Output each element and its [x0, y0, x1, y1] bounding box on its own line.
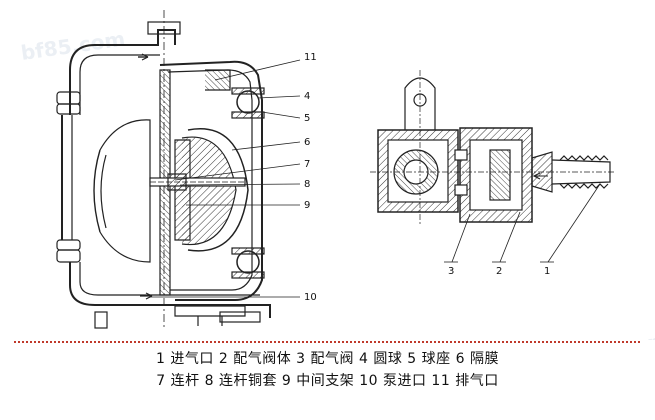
legend-line-2: 7 连杆 8 连杆铜套 9 中间支架 10 泵进口 11 排气口: [156, 373, 499, 389]
callout-2: 2: [496, 266, 502, 277]
section-divider: [14, 341, 640, 343]
callout-11: 11: [304, 52, 317, 63]
callout-8: 8: [304, 179, 310, 190]
watermark-bottom-right: bf85.com: [562, 329, 655, 340]
pump-diagram: bf85.com bf85.com: [19, 10, 655, 340]
callout-4: 4: [304, 91, 310, 102]
callout-leaders-right: [444, 183, 601, 263]
callout-6: 6: [304, 137, 310, 148]
callout-5: 5: [304, 113, 310, 124]
callout-10: 10: [304, 292, 317, 303]
callout-labels-left: 11 4 5 6 7 8 9 10: [304, 52, 317, 303]
callout-labels-right: 3 2 1: [448, 266, 550, 277]
callout-leaders-left: [150, 59, 301, 298]
callout-9: 9: [304, 200, 310, 211]
callout-7: 7: [304, 159, 310, 170]
pump-section-view: [56, 10, 271, 330]
callout-3: 3: [448, 266, 454, 277]
legend-line-1: 1 进气口 2 配气阀体 3 配气阀 4 圆球 5 球座 6 隔膜: [156, 351, 499, 367]
callout-1: 1: [544, 266, 550, 277]
air-valve-section-view: [370, 70, 616, 225]
